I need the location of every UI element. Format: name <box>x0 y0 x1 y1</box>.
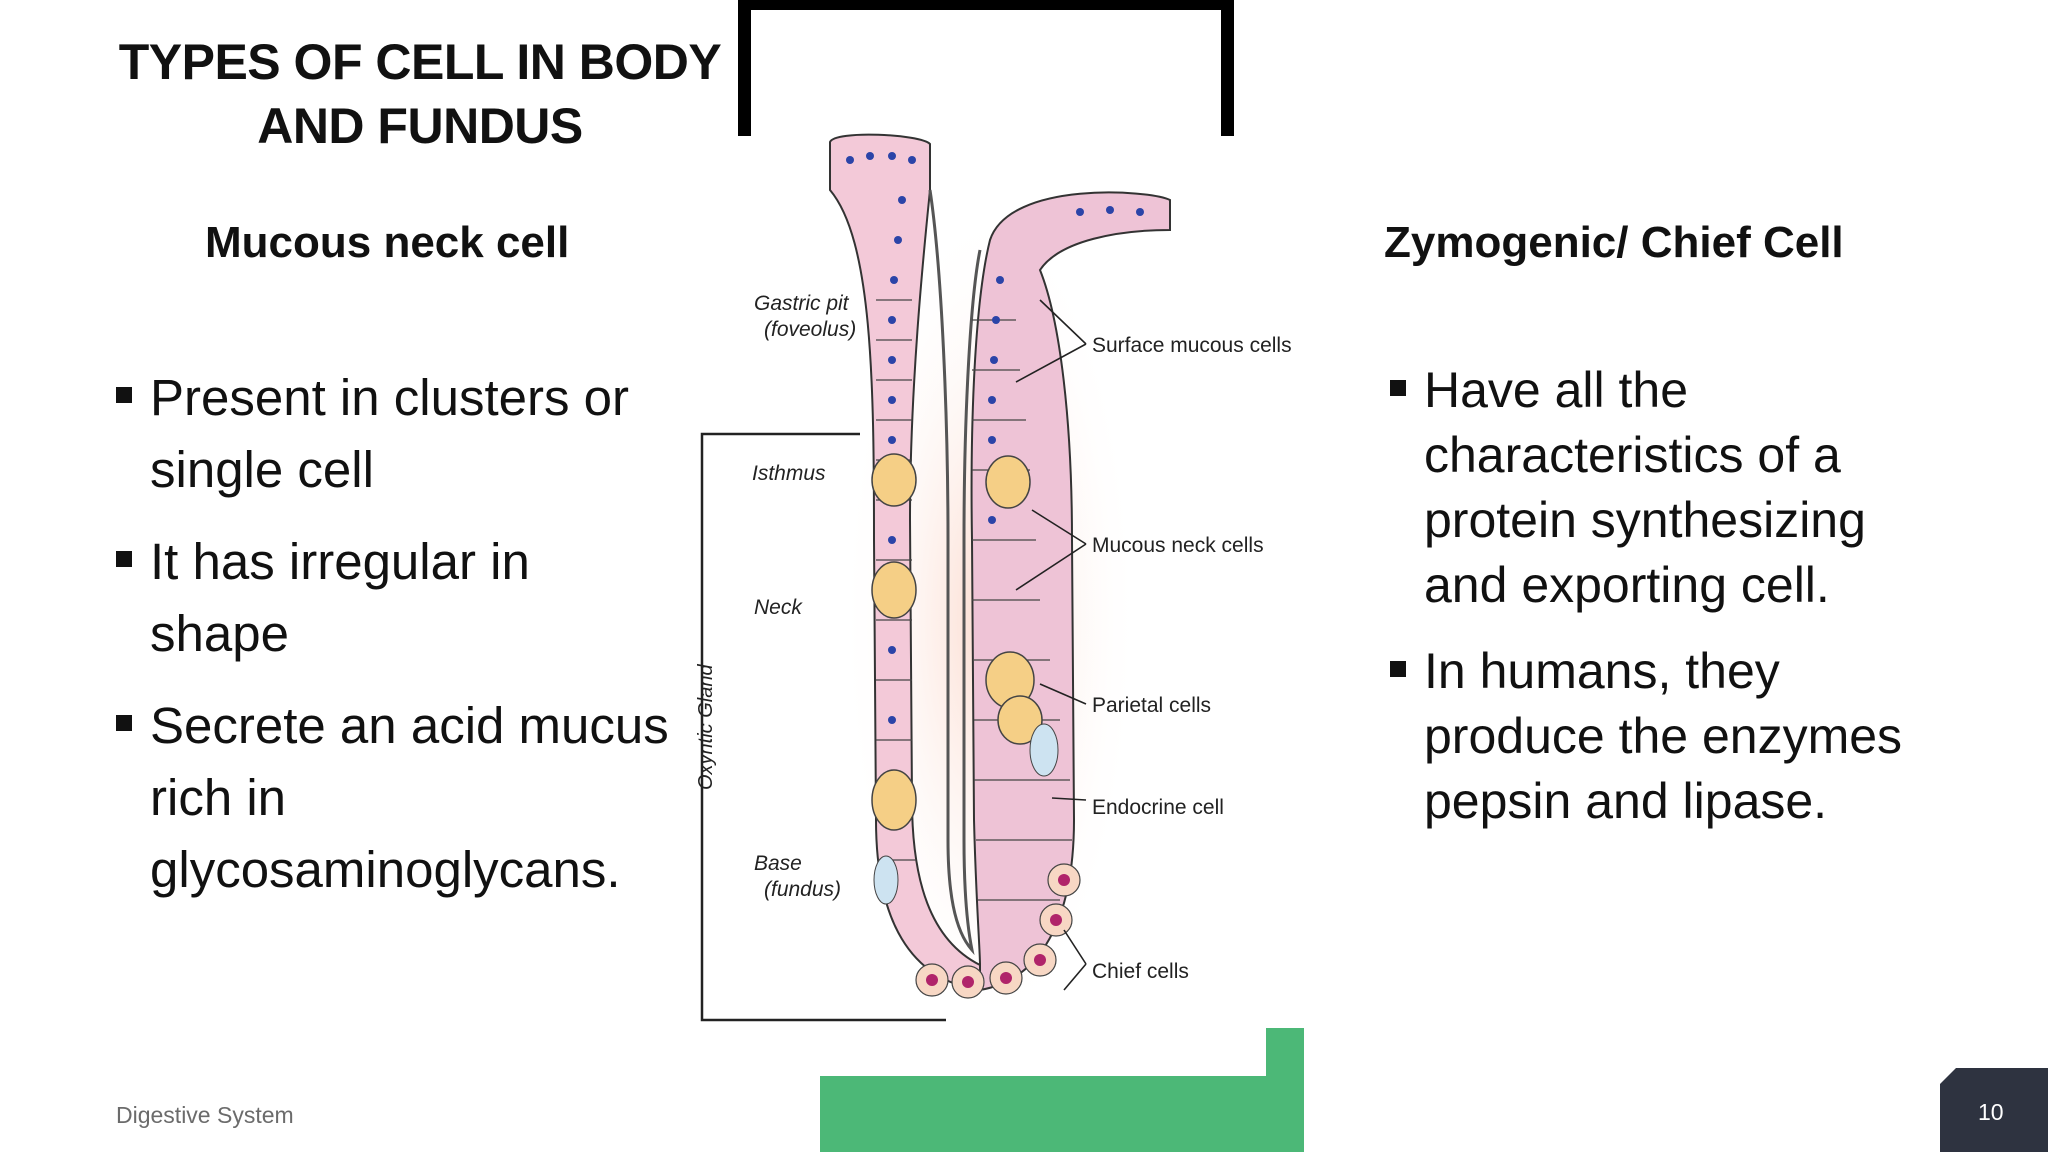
bullet-square-icon <box>1390 661 1406 677</box>
list-item: Have all the characteristics of a protei… <box>1390 358 1950 618</box>
page-number-box <box>1940 1068 2048 1152</box>
list-item: It has irregular in shape <box>116 526 676 670</box>
gastric-gland-diagram: Gastric pit (foveolus) Isthmus Neck Base… <box>680 120 1320 1040</box>
label-parietal-cells: Parietal cells <box>1092 694 1211 717</box>
left-bullet-list: Present in clusters or single cell It ha… <box>116 362 676 926</box>
right-heading: Zymogenic/ Chief Cell <box>1384 218 1844 267</box>
chief-cell-nuclei <box>926 874 1070 988</box>
label-gastric-pit: Gastric pit <box>754 292 850 315</box>
label-base: Base <box>754 852 802 875</box>
bullet-text: Secrete an acid mucus rich in glycosamin… <box>150 697 669 898</box>
label-mucous-neck-cells: Mucous neck cells <box>1092 534 1264 557</box>
label-chief-cells: Chief cells <box>1092 960 1189 983</box>
bullet-square-icon <box>1390 380 1406 396</box>
bullet-square-icon <box>116 715 132 731</box>
title-line-1: TYPES OF CELL IN BODY <box>118 34 722 90</box>
list-item: Present in clusters or single cell <box>116 362 676 506</box>
right-bullet-list: Have all the characteristics of a protei… <box>1390 358 1950 855</box>
gland-wall-left <box>829 133 981 992</box>
page-number: 10 <box>1978 1099 2004 1125</box>
bullet-text: In humans, they produce the enzymes peps… <box>1424 643 1903 829</box>
parietal-cells <box>871 453 1043 831</box>
frame-bracket-top <box>738 0 1234 136</box>
list-item: Secrete an acid mucus rich in glycosamin… <box>116 690 676 906</box>
label-oxyntic-gland: Oxyntic Gland <box>695 664 717 790</box>
accent-post-green <box>1266 1028 1304 1078</box>
gland-lumen <box>928 189 982 956</box>
label-surface-mucous-cells: Surface mucous cells <box>1092 334 1292 357</box>
title-line-2: AND FUNDUS <box>257 98 583 154</box>
bullet-text: It has irregular in shape <box>150 533 530 662</box>
bullet-square-icon <box>116 387 132 403</box>
gastric-gland-svg: Gastric pit (foveolus) Isthmus Neck Base… <box>695 133 1292 1040</box>
bullet-text: Have all the characteristics of a protei… <box>1424 362 1866 613</box>
slide-title: TYPES OF CELL IN BODY AND FUNDUS <box>100 30 740 158</box>
label-foveolus: (foveolus) <box>764 318 856 341</box>
left-heading: Mucous neck cell <box>205 218 570 267</box>
bullet-text: Present in clusters or single cell <box>150 369 630 498</box>
oxyntic-gland-bracket <box>700 432 946 1022</box>
bullet-square-icon <box>116 551 132 567</box>
leader-lines <box>1015 299 1087 991</box>
footer-text: Digestive System <box>116 1102 294 1128</box>
list-item: In humans, they produce the enzymes peps… <box>1390 639 1950 834</box>
label-fundus: (fundus) <box>764 878 841 901</box>
label-endocrine-cell: Endocrine cell <box>1092 796 1224 819</box>
endocrine-cells <box>873 723 1059 905</box>
label-neck: Neck <box>754 596 803 619</box>
accent-bar-green <box>820 1076 1304 1152</box>
label-isthmus: Isthmus <box>752 462 826 485</box>
surface-cell-nuclei <box>846 152 1144 724</box>
